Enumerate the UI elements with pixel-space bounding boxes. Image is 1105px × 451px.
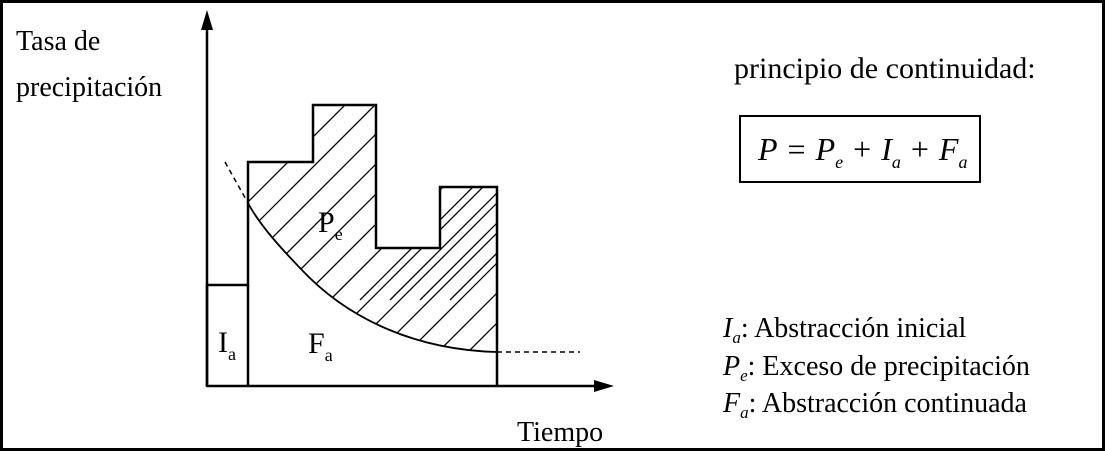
x-axis-label: Tiempo bbox=[517, 417, 603, 448]
y-axis-label-line2: precipitación bbox=[16, 72, 162, 103]
hyetograph-outline bbox=[205, 103, 499, 386]
infiltration-curve bbox=[247, 202, 498, 353]
y-axis-label-line1: Tasa de bbox=[16, 26, 100, 57]
continuing-abstraction-label: Fa bbox=[308, 327, 333, 365]
excess-label: Pe bbox=[318, 206, 343, 244]
continuity-equation: P=Pe+Ia+Fa bbox=[757, 131, 967, 172]
legend-item-continuing-abstraction: Fa: Abstracción continuada bbox=[722, 388, 1028, 422]
legend-item-excess: Pe: Exceso de precipitación bbox=[722, 351, 1030, 385]
equation-box bbox=[739, 115, 981, 183]
x-axis-arrowhead bbox=[594, 380, 614, 392]
legend-item-initial-abstraction: Ia: Abstracción inicial bbox=[722, 313, 967, 347]
principle-heading: principio de continuidad: bbox=[734, 52, 1036, 85]
y-axis-arrowhead bbox=[201, 10, 213, 30]
infiltration-curve-dashed-start bbox=[224, 161, 249, 204]
initial-abstraction-label: Ia bbox=[218, 326, 236, 364]
